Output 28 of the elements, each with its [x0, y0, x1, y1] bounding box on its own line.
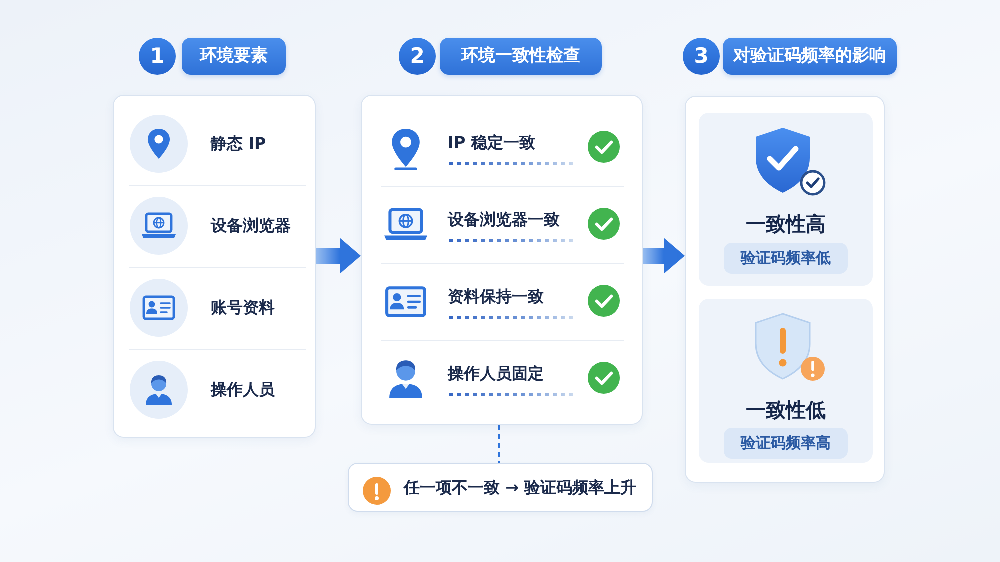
panel-card	[113, 95, 316, 438]
item-text: 操作人员	[211, 379, 275, 401]
step-number: 1	[139, 38, 176, 75]
card-title: 一致性高	[746, 211, 826, 237]
step-number: 2	[399, 38, 436, 75]
item-text: 静态 IP	[211, 133, 266, 155]
item-text: 设备浏览器	[211, 215, 291, 237]
step-title: 环境一致性检查	[440, 38, 602, 75]
note-box	[348, 463, 653, 512]
result-tag: 验证码频率高	[724, 428, 848, 459]
panel-card	[685, 96, 885, 483]
item-text: 账号资料	[211, 297, 275, 319]
result-tag: 验证码频率低	[724, 243, 848, 274]
block-arrow	[316, 238, 361, 274]
dashed-connector	[498, 425, 500, 463]
step-title: 对验证码频率的影响	[723, 38, 897, 75]
item-text: 设备浏览器一致	[448, 209, 560, 231]
step-title: 环境要素	[182, 38, 286, 75]
result-card	[699, 299, 873, 463]
item-text: 操作人员固定	[448, 363, 544, 385]
step-number: 3	[683, 38, 720, 75]
item-text: IP 稳定一致	[448, 132, 536, 154]
note-text: 任一项不一致 → 验证码频率上升	[404, 477, 637, 499]
panel-card	[361, 95, 643, 425]
result-card	[699, 113, 873, 286]
item-text: 资料保持一致	[448, 286, 544, 308]
block-arrow	[643, 238, 685, 274]
card-title: 一致性低	[746, 397, 826, 423]
